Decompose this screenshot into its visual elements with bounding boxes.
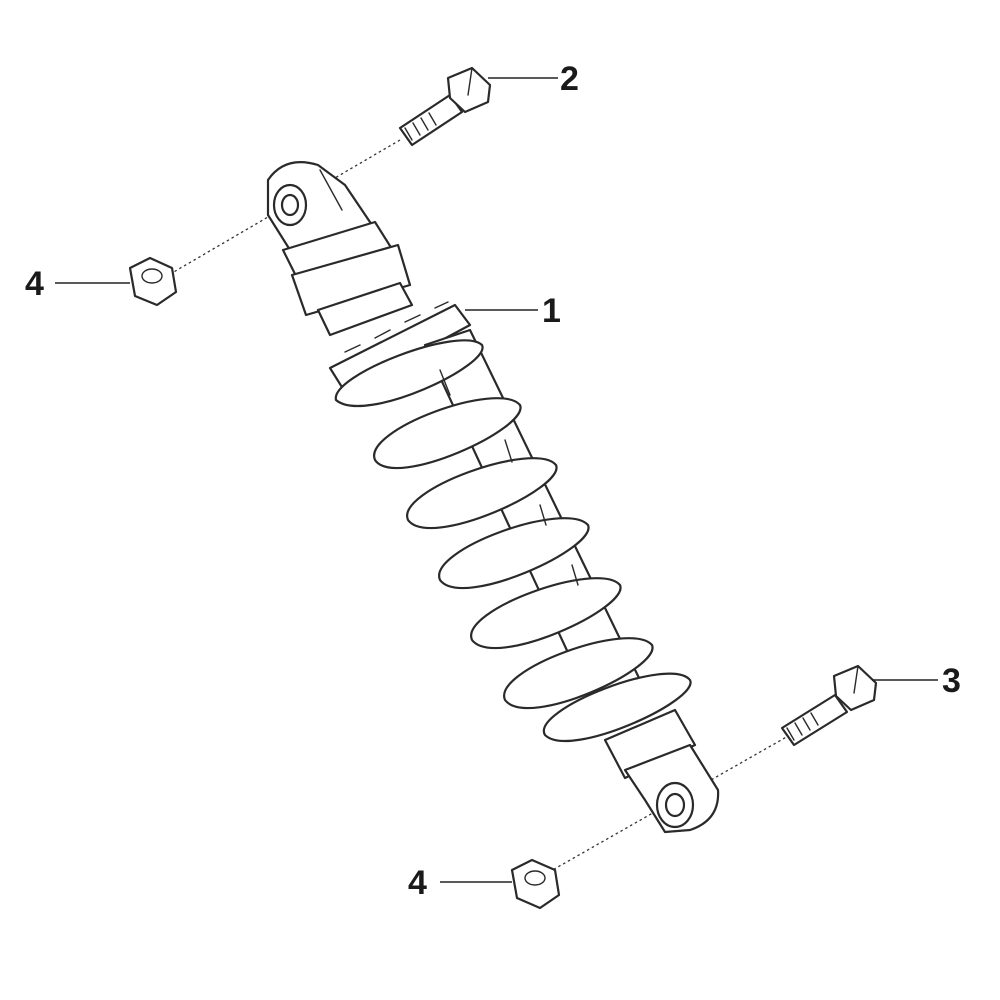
callout-labels: 2 1 4 3 4	[25, 60, 961, 902]
upper-cylinder	[281, 220, 414, 337]
coil-spring	[334, 339, 654, 710]
lower-flange-nut[interactable]	[510, 858, 561, 910]
lower-mount-eye	[603, 708, 720, 834]
callout-3: 3	[942, 662, 961, 700]
leader-lines	[55, 77, 938, 883]
shock-absorber[interactable]	[266, 161, 720, 834]
callout-4-upper: 4	[25, 265, 44, 303]
upper-bolt-shank	[398, 93, 464, 147]
lower-spring-seat	[542, 672, 692, 742]
lower-axis-line	[534, 734, 791, 881]
upper-flange-bolt[interactable]	[398, 66, 492, 147]
upper-flange-nut[interactable]	[128, 256, 178, 307]
callout-4-lower: 4	[408, 864, 427, 902]
lower-flange-bolt[interactable]	[780, 664, 878, 747]
callout-2: 2	[560, 60, 579, 98]
callout-1: 1	[542, 292, 561, 330]
